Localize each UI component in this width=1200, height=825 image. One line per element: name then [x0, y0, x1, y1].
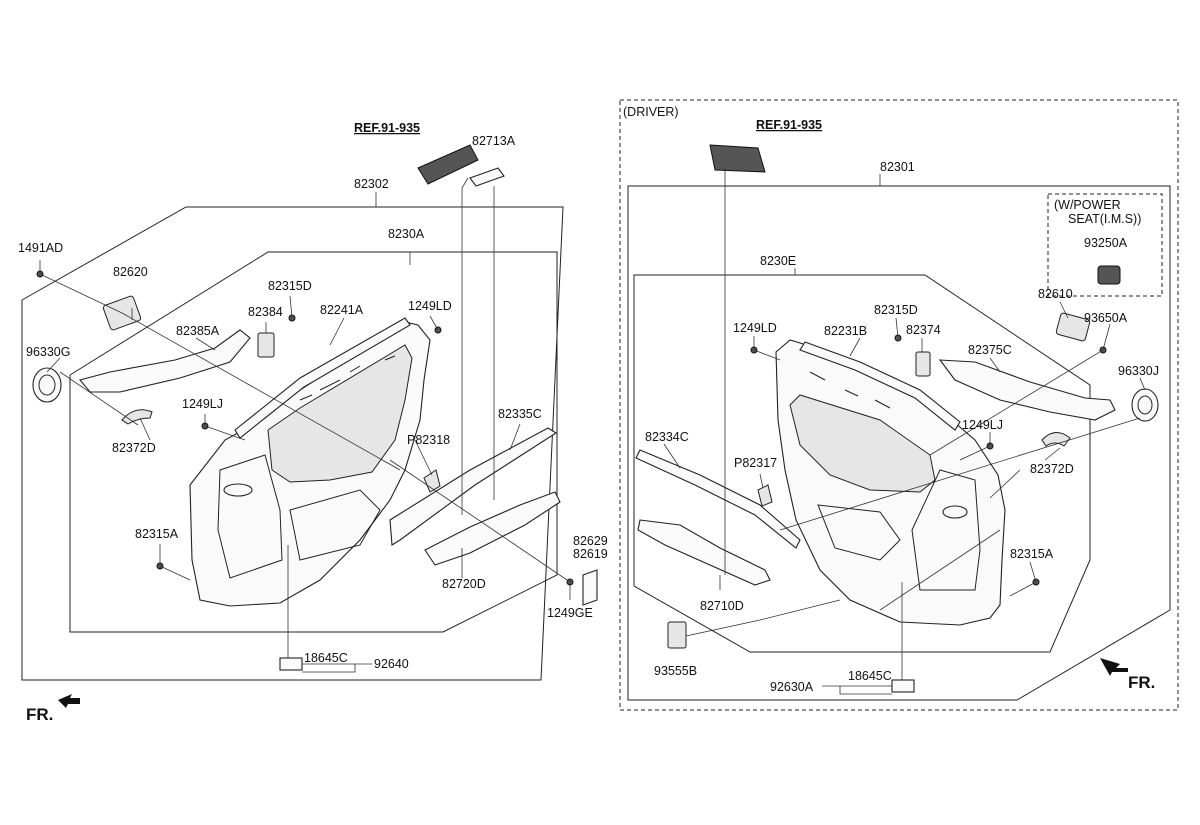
lamp-18645C-right: [891, 679, 915, 693]
handle-cover-82375C: [938, 359, 1116, 421]
door-trim-panel-left: [189, 321, 431, 607]
label-1249LJ-right: 1249LJ: [962, 418, 1003, 432]
label-92640: 92640: [374, 657, 409, 671]
handle-cover-82385A: [79, 329, 251, 393]
label-8230A: 8230A: [388, 227, 425, 241]
label-82241A: 82241A: [320, 303, 364, 317]
label-P82317: P82317: [734, 456, 777, 470]
label-1249LJ-left: 1249LJ: [182, 397, 223, 411]
driver-group-box: [619, 99, 1179, 711]
label-82385A: 82385A: [176, 324, 220, 338]
label-82629: 82629: [573, 534, 608, 548]
label-82315A-left: 82315A: [135, 527, 179, 541]
frame-8230A: [69, 251, 558, 633]
label-93555B: 93555B: [654, 664, 697, 678]
label-82372D-right: 82372D: [1030, 462, 1074, 476]
frame-82302: [21, 206, 564, 681]
label-82619: 82619: [573, 547, 608, 561]
power-seat-option-box: [1047, 193, 1163, 297]
frame-82301: [627, 185, 1171, 701]
speaker-96330J: [1131, 388, 1159, 422]
label-82231B: 82231B: [824, 324, 867, 338]
label-82315A-right: 82315A: [1010, 547, 1054, 561]
label-18645C-left: 18645C: [304, 651, 348, 665]
seat-switch-93250A: [1097, 265, 1121, 285]
label-96330G: 96330G: [26, 345, 70, 359]
inside-handle-82610: [1055, 312, 1091, 342]
label-82620: 82620: [113, 265, 148, 279]
label-82334C: 82334C: [645, 430, 689, 444]
label-82372D-left: 82372D: [112, 441, 156, 455]
switch-82374: [915, 351, 931, 377]
frame-8230E: [633, 274, 1091, 653]
lamp-18645C: [279, 657, 303, 671]
label-82720D: 82720D: [442, 577, 486, 591]
label-1249LD-right: 1249LD: [733, 321, 777, 335]
label-P82318: P82318: [407, 433, 450, 447]
option-label-line2: SEAT(I.M.S)): [1068, 212, 1141, 226]
label-82375C: 82375C: [968, 343, 1012, 357]
strip-82334C: [635, 449, 801, 549]
left-door-assembly: REF.91-935 82713A 82302 1491AD 82620 823…: [18, 121, 608, 724]
fr-arrow-left-icon: [58, 694, 80, 708]
label-82610: 82610: [1038, 287, 1073, 301]
label-82315D-right: 82315D: [874, 303, 918, 317]
clip-P82318: [423, 469, 441, 493]
power-window-switch-driver: [709, 144, 766, 173]
label-1249GE: 1249GE: [547, 606, 593, 620]
trim-strip-82231B: [799, 341, 961, 431]
driver-label: (DRIVER): [623, 105, 679, 119]
label-82713A: 82713A: [472, 134, 516, 148]
label-93250A: 93250A: [1084, 236, 1128, 250]
label-82315D: 82315D: [268, 279, 312, 293]
label-18645C-right: 18645C: [848, 669, 892, 683]
label-82301: 82301: [880, 160, 915, 174]
label-82335C: 82335C: [498, 407, 542, 421]
bezel-82372D: [121, 409, 153, 425]
right-door-assembly: (DRIVER) (W/POWER SEAT(I.M.S)): [619, 99, 1179, 711]
speaker-96330G: [32, 367, 62, 403]
bezel-82372D-right: [1041, 432, 1071, 447]
label-82710D: 82710D: [700, 599, 744, 613]
fr-label-left: FR.: [26, 705, 53, 724]
label-82384: 82384: [248, 305, 283, 319]
ref-label-left: REF.91-935: [354, 121, 420, 135]
armrest-82720D: [424, 491, 561, 566]
power-window-switch: [417, 144, 479, 185]
cover-82713A: [469, 167, 505, 187]
fr-label-right: FR.: [1128, 673, 1155, 692]
label-96330J: 96330J: [1118, 364, 1159, 378]
armrest-82710D: [637, 519, 771, 586]
label-93650A: 93650A: [1084, 311, 1128, 325]
strip-82335C: [389, 427, 558, 546]
label-82374: 82374: [906, 323, 941, 337]
label-82302: 82302: [354, 177, 389, 191]
label-1249LD-left: 1249LD: [408, 299, 452, 313]
label-92630A: 92630A: [770, 680, 814, 694]
option-label-line1: (W/POWER: [1054, 198, 1121, 212]
switch-82384: [257, 332, 275, 358]
door-trim-panel-right: [775, 339, 1006, 626]
clip-P82317: [757, 484, 773, 507]
ref-label-right: REF.91-935: [756, 118, 822, 132]
part-82629: [582, 569, 598, 606]
label-8230E: 8230E: [760, 254, 796, 268]
part-93555B: [667, 621, 687, 649]
label-1491AD: 1491AD: [18, 241, 63, 255]
fr-arrow-right-icon: [1100, 658, 1128, 676]
